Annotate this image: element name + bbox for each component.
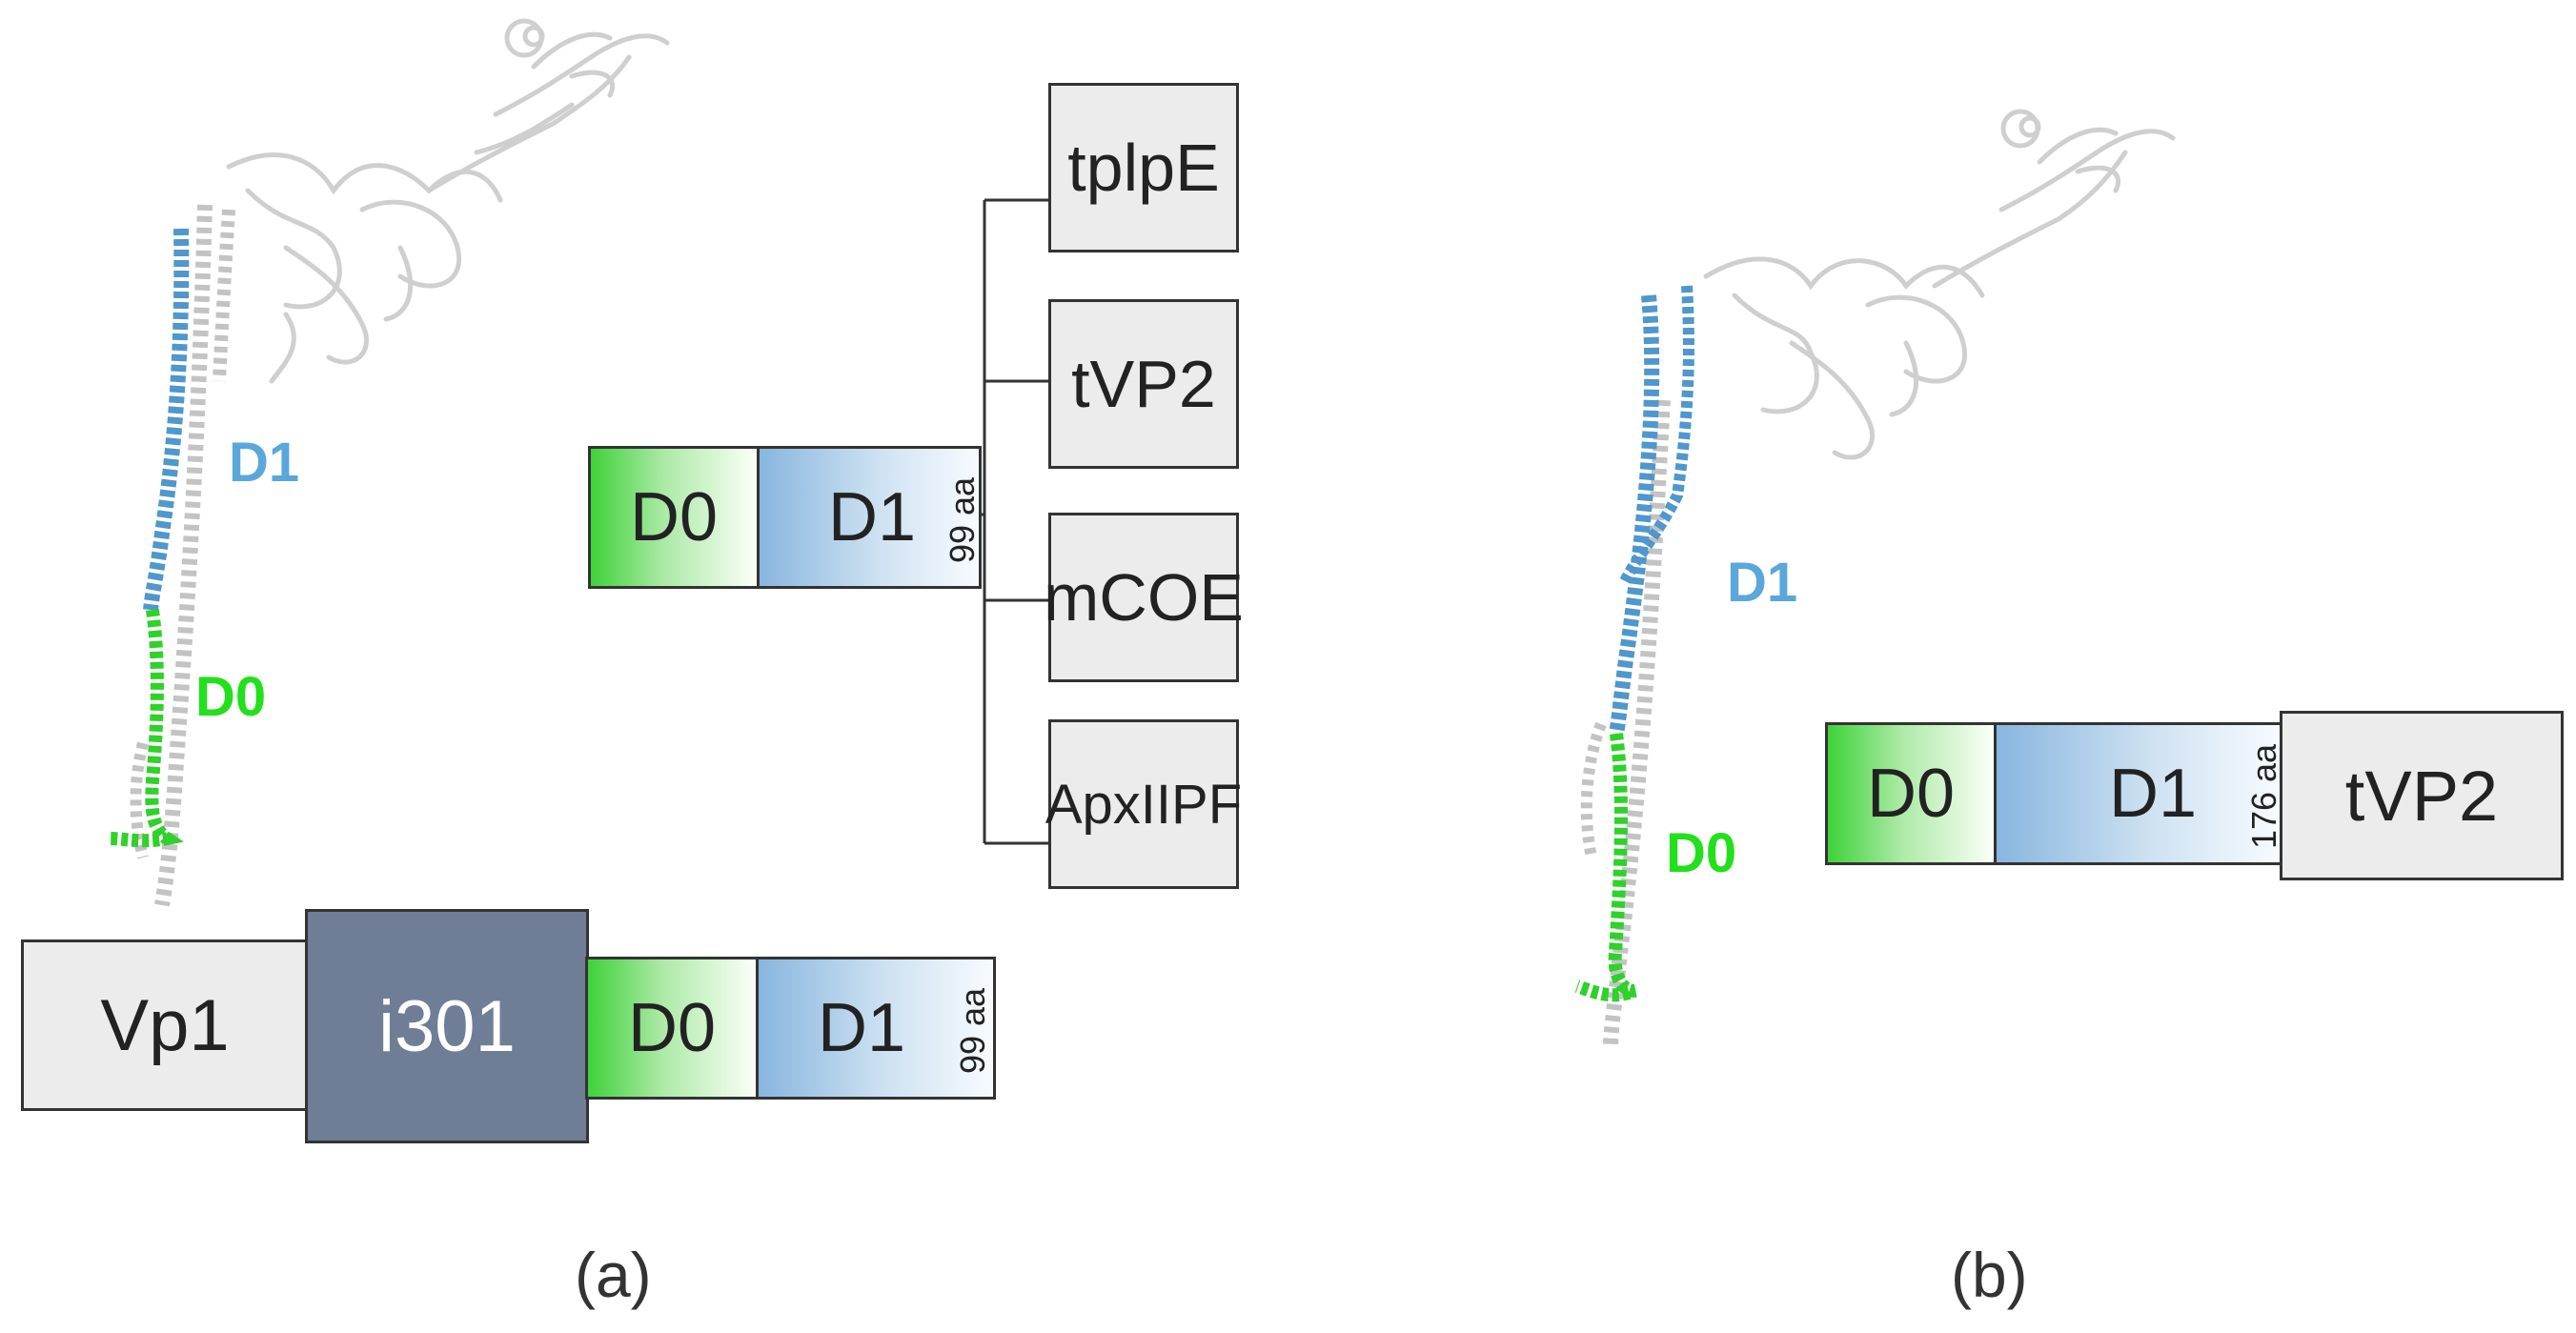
structure-b-d0-label: D0 — [1666, 822, 1737, 884]
panel-b-caption: (b) — [1951, 1240, 2028, 1310]
bottom-construct-i301-label: i301 — [378, 985, 516, 1067]
branch-box-mcoe: mCOE — [1044, 513, 1244, 682]
panel-b-construct-tvp2-label: tVP2 — [2344, 756, 2499, 836]
branch-construct-d1: D1 99 aa — [757, 446, 982, 589]
bottom-construct-vp1: Vp1 — [21, 939, 309, 1111]
bottom-construct-d0-label: D0 — [627, 990, 717, 1066]
branch-box-mcoe-label: mCOE — [1044, 560, 1244, 635]
branch-box-apxiipf: ApxIIPF — [1045, 719, 1243, 889]
panel-b-construct-tvp2: tVP2 — [2280, 711, 2564, 880]
bottom-construct-length-label: 99 aa — [952, 987, 992, 1075]
panel-b-construct-length-label: 176 aa — [2243, 743, 2283, 850]
branch-construct-d1-label: D1 — [828, 479, 917, 555]
branch-connectors — [982, 198, 1050, 845]
branch-construct-length-label: 99 aa — [942, 476, 982, 564]
structure-b-d1-label: D1 — [1727, 552, 1798, 614]
bottom-construct-d1: D1 99 aa — [756, 957, 996, 1100]
branch-box-tplpe-label: tplpE — [1067, 131, 1220, 205]
branch-construct-d0-label: D0 — [629, 479, 719, 555]
bottom-construct-vp1-label: Vp1 — [100, 984, 230, 1066]
bottom-construct-d0: D0 — [585, 957, 759, 1100]
branch-box-tvp2-label: tVP2 — [1071, 347, 1216, 421]
panel-b-construct-d1-label: D1 — [2109, 756, 2198, 832]
branch-box-tplpe: tplpE — [1048, 83, 1239, 252]
panel-a-caption: (a) — [575, 1240, 652, 1310]
panel-b-construct-d0: D0 — [1825, 722, 1997, 865]
panel-b-construct-d0-label: D0 — [1866, 756, 1956, 832]
panel-b-construct-d1: D1 176 aa — [1994, 722, 2283, 865]
bottom-construct-d1-label: D1 — [818, 990, 906, 1066]
structure-a-d0-label: D0 — [195, 666, 267, 728]
branch-box-tvp2: tVP2 — [1048, 299, 1239, 469]
bottom-construct-i301: i301 — [305, 909, 589, 1143]
branch-box-apxiipf-label: ApxIIPF — [1045, 773, 1243, 836]
structure-b — [1574, 109, 2176, 1049]
branch-construct-d0: D0 — [588, 446, 760, 589]
structure-a-d1-label: D1 — [229, 432, 300, 494]
structure-a — [109, 18, 670, 907]
